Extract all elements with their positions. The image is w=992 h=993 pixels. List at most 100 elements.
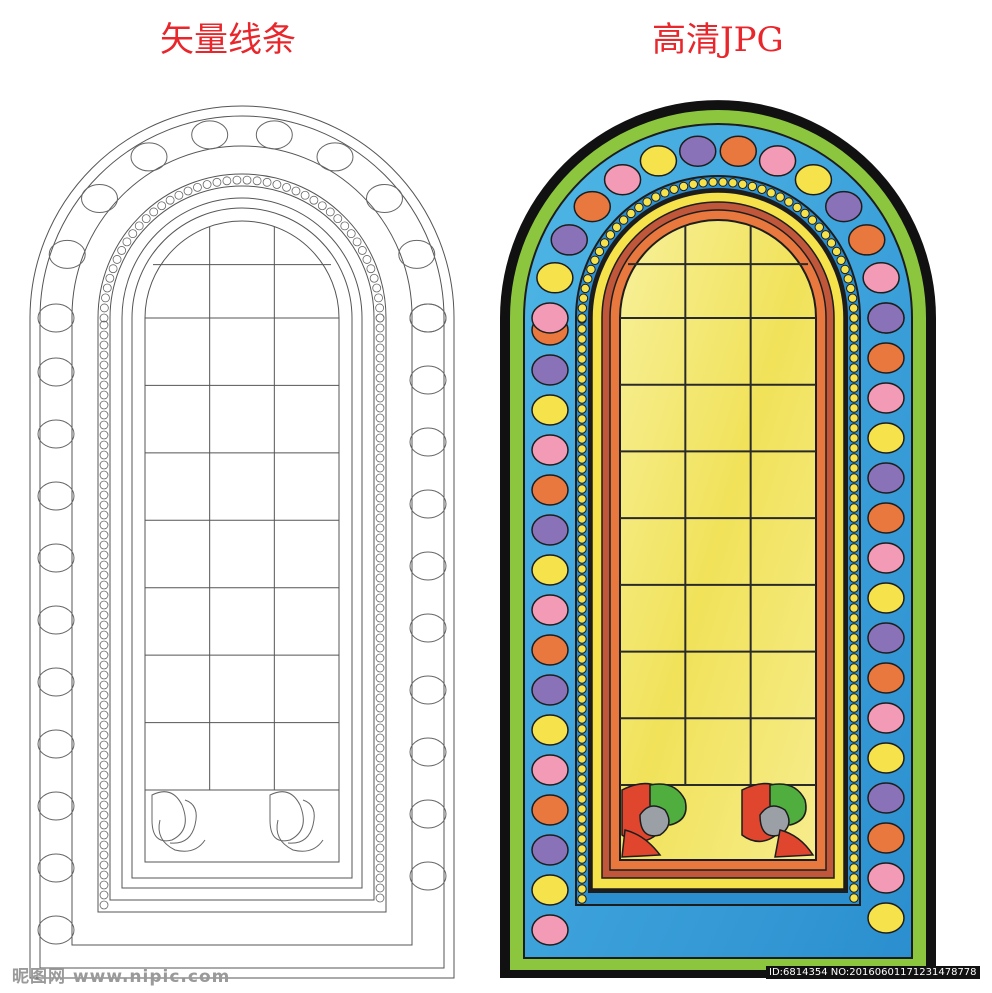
inner-frame-line-2 <box>131 207 353 879</box>
bead <box>826 238 837 248</box>
bead <box>340 221 350 231</box>
bead <box>99 313 109 323</box>
petal <box>531 834 569 866</box>
bead <box>718 177 728 187</box>
bead <box>309 195 319 205</box>
bead <box>99 360 109 370</box>
bead <box>577 364 587 374</box>
bead <box>757 184 767 194</box>
bead <box>846 283 856 294</box>
petal <box>867 622 905 654</box>
vector-lines-label: 矢量线条 <box>160 20 296 60</box>
bead <box>849 803 859 813</box>
bead <box>642 197 652 207</box>
bead <box>849 533 859 543</box>
bead <box>577 694 587 704</box>
bead <box>849 503 859 513</box>
bead <box>849 613 859 623</box>
bead <box>99 500 109 510</box>
bead <box>242 175 252 185</box>
petal <box>848 224 886 256</box>
bead <box>577 874 587 884</box>
bead <box>99 810 109 820</box>
petal <box>867 502 905 534</box>
bead <box>369 273 379 283</box>
bead <box>99 510 109 520</box>
petal <box>531 754 569 786</box>
bead <box>101 293 110 303</box>
bead <box>849 823 859 833</box>
bead <box>374 293 383 303</box>
bead <box>820 230 831 240</box>
petal <box>48 239 86 269</box>
bead <box>836 255 846 265</box>
bead <box>577 764 587 774</box>
bead <box>352 237 362 247</box>
glass-panel-outline <box>144 220 340 863</box>
bead <box>317 201 327 211</box>
bead <box>99 580 109 590</box>
bead <box>577 354 587 364</box>
petal <box>531 302 569 334</box>
petal <box>531 874 569 906</box>
bead <box>849 853 859 863</box>
petal <box>130 142 168 172</box>
petal <box>639 145 678 177</box>
bead <box>232 175 242 185</box>
bead <box>577 303 588 313</box>
bead <box>102 283 112 293</box>
bead <box>362 255 372 264</box>
petal <box>531 674 569 706</box>
bead <box>99 710 109 720</box>
petal <box>409 427 447 457</box>
bead <box>849 873 859 883</box>
bead <box>99 460 109 470</box>
petal <box>531 714 569 746</box>
petal <box>37 729 75 759</box>
bead <box>99 690 109 700</box>
bead <box>99 640 109 650</box>
bead <box>580 283 590 294</box>
bead <box>300 190 310 200</box>
color-corner-flowers <box>621 782 815 858</box>
bead <box>375 753 385 763</box>
vector-window-drawing <box>29 105 455 979</box>
petal <box>409 551 447 581</box>
bead <box>272 180 282 189</box>
bead <box>577 674 587 684</box>
bead <box>814 222 824 232</box>
petal <box>867 902 905 934</box>
bead <box>99 780 109 790</box>
bead <box>375 883 385 893</box>
bead <box>291 186 301 196</box>
bead <box>99 800 109 810</box>
bead <box>99 760 109 770</box>
bead <box>577 474 587 484</box>
bead <box>599 238 610 248</box>
bead <box>708 177 718 187</box>
bead <box>849 483 859 493</box>
bead <box>99 390 109 400</box>
petal <box>536 262 574 294</box>
petal <box>37 303 75 333</box>
vector-petals <box>37 120 447 945</box>
bead <box>99 840 109 850</box>
bead <box>375 413 385 423</box>
bead <box>849 323 859 333</box>
bead <box>141 214 151 224</box>
bead <box>375 843 385 853</box>
bead <box>99 450 109 460</box>
bead <box>577 484 587 494</box>
bead <box>375 643 385 653</box>
petal <box>603 163 642 196</box>
petal <box>316 142 354 172</box>
bead <box>831 246 842 257</box>
vector-corner-flourishes <box>151 791 324 852</box>
bead <box>375 363 385 373</box>
bead <box>577 754 587 764</box>
bead <box>577 834 587 844</box>
bead <box>375 653 385 663</box>
bead <box>577 524 587 534</box>
petal <box>867 422 905 454</box>
bead <box>99 380 109 390</box>
